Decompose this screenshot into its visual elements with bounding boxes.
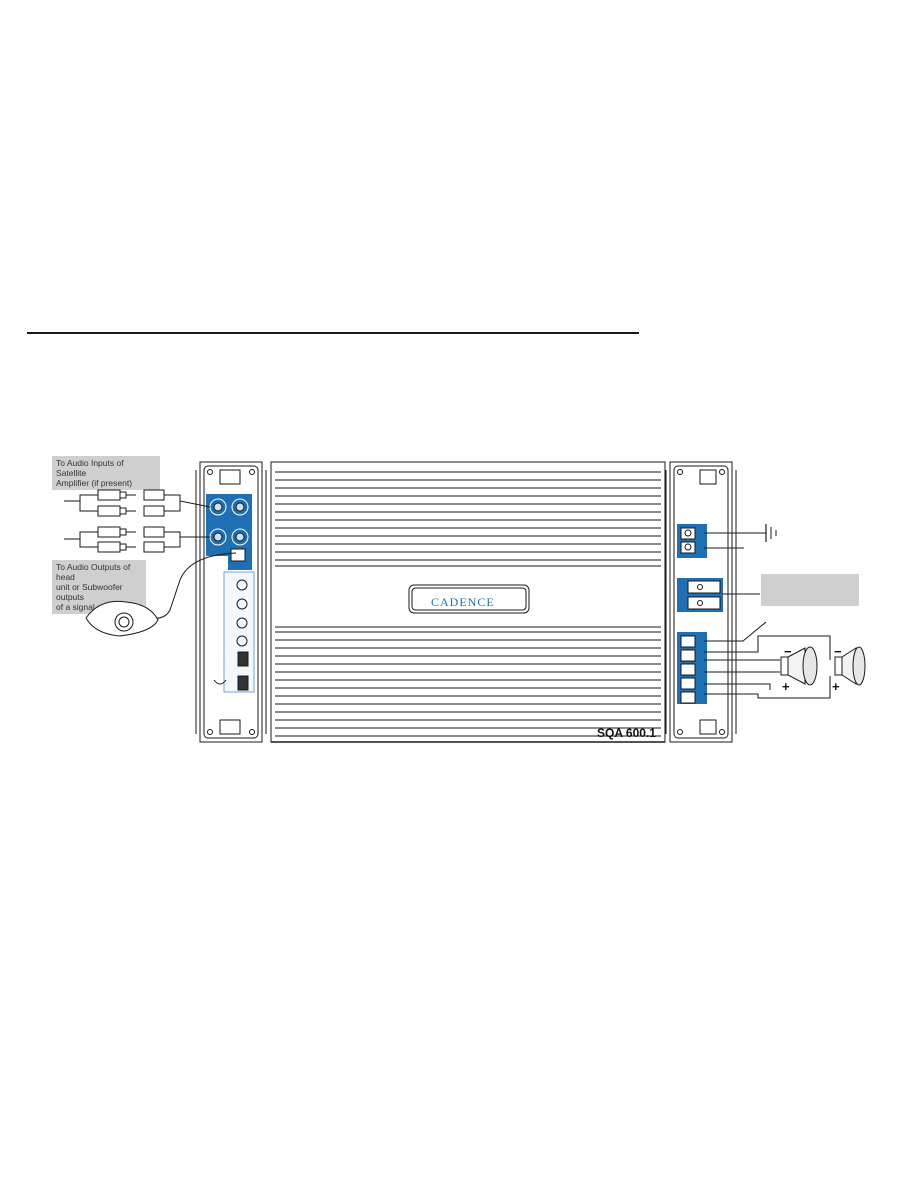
speaker-2-plus: + <box>832 679 840 694</box>
speaker-1-plus: + <box>782 679 790 694</box>
speaker-icon-1 <box>780 646 818 686</box>
callout-blank-box <box>761 574 859 606</box>
logo-plate <box>408 584 530 614</box>
remote-bass-knob <box>85 552 237 637</box>
callout-satellite-line-1: To Audio Inputs of Satellite <box>56 458 124 478</box>
left-end-plate <box>195 461 267 743</box>
speaker-icon-2 <box>834 646 866 686</box>
header-rule <box>27 332 639 334</box>
callout-satellite-line-2: Amplifier (if present) <box>56 478 133 488</box>
callout-head-unit-line-3: of a signal processor <box>56 602 135 612</box>
model-label: SQA 600.1 <box>597 726 656 740</box>
heatsink-fins <box>275 471 661 737</box>
rca-cable-group <box>64 489 211 553</box>
power-wiring <box>704 524 777 595</box>
brand-logo-text: CADENCE <box>431 595 495 609</box>
right-end-plate <box>665 461 737 743</box>
speaker-1-minus: − <box>784 644 792 659</box>
callout-satellite-inputs: To Audio Inputs of Satellite Amplifier (… <box>52 456 160 490</box>
speaker-wiring <box>704 621 831 699</box>
callout-head-unit-line-2: unit or Subwoofer outputs <box>56 582 123 602</box>
speaker-2-minus: − <box>834 644 842 659</box>
callout-head-unit-line-1: To Audio Outputs of head <box>56 562 131 582</box>
callout-head-unit-outputs: To Audio Outputs of head unit or Subwoof… <box>52 560 146 614</box>
